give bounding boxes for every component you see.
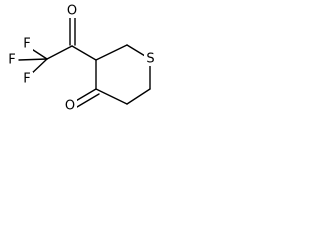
bond-ring-c6-c5 bbox=[126, 88, 151, 105]
atom-label-sulfur: S bbox=[146, 52, 154, 67]
atom-label-oxygen-ketone: O bbox=[65, 99, 75, 114]
atom-label-oxygen-acyl: O bbox=[67, 4, 77, 19]
bond-acyl-ring bbox=[71, 45, 97, 61]
bond-ketone-2 bbox=[76, 93, 100, 108]
molecule-drawing: O F F F S O bbox=[6, 4, 157, 114]
atom-label-fluorine-lower: F bbox=[23, 72, 30, 87]
atom-label-fluorine-left: F bbox=[8, 53, 15, 68]
structure-canvas: O F F F S O bbox=[0, 0, 188, 137]
atom-label-fluorine-upper: F bbox=[23, 37, 30, 52]
bond-ketone-1 bbox=[73, 88, 97, 103]
bond-cf3-f-left bbox=[18, 58, 48, 61]
label-layer: O F F F S O bbox=[6, 4, 157, 114]
bond-ring-c5-c4 bbox=[95, 88, 128, 105]
bond-ring-c3-c2 bbox=[95, 44, 128, 61]
bond-acyl-cf3 bbox=[46, 45, 73, 60]
bond-layer bbox=[18, 15, 151, 108]
